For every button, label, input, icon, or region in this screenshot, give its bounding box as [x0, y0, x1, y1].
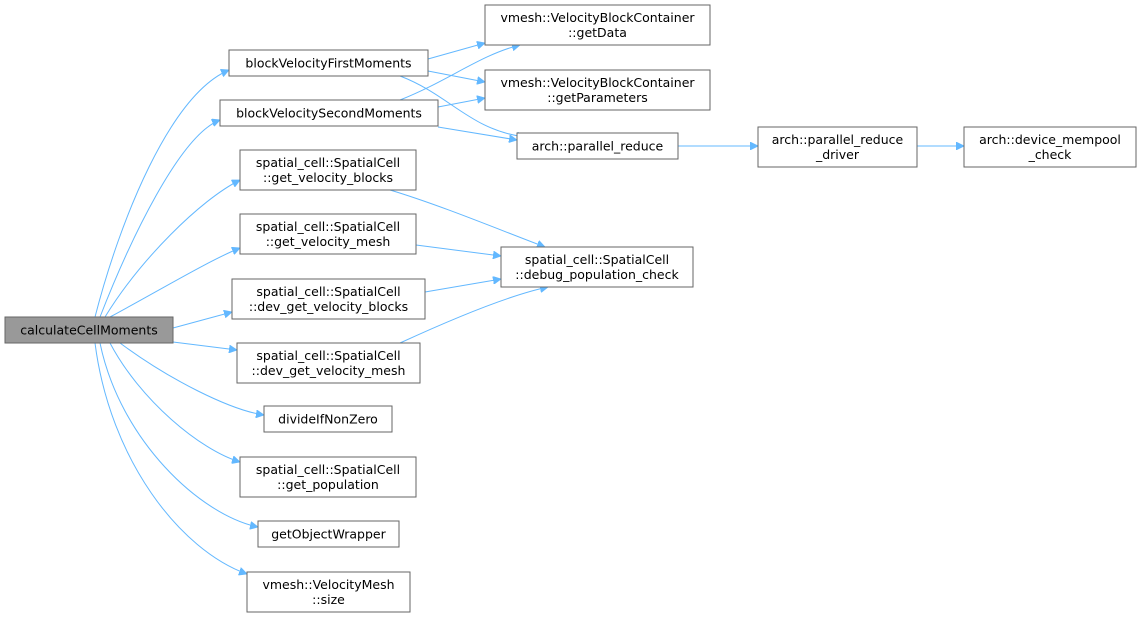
- node-apr[interactable]: arch::parallel_reduce: [516, 132, 679, 160]
- edge-gvb-to-dpc: [389, 189, 545, 247]
- nodes: calculateCellMoments blockVelocityFirstMo…: [4, 4, 1137, 613]
- edge-root-to-vms: [94, 342, 247, 574]
- node-label: ::dev_get_velocity_mesh: [252, 363, 406, 378]
- node-root[interactable]: calculateCellMoments: [4, 316, 174, 344]
- node-dpc[interactable]: spatial_cell::SpatialCell::debug_populat…: [500, 246, 694, 288]
- node-label: vmesh::VelocityBlockContainer: [500, 10, 695, 25]
- node-box: [263, 405, 393, 433]
- node-label: ::debug_population_check: [515, 267, 679, 282]
- node-box: [219, 99, 439, 127]
- node-box: [516, 132, 679, 160]
- edge-bvfm-to-gd: [427, 43, 485, 60]
- edge-bvfm-to-apr: [399, 75, 525, 137]
- node-label: getObjectWrapper: [271, 527, 386, 542]
- node-vms[interactable]: vmesh::VelocityMesh::size: [246, 571, 411, 613]
- node-gvm[interactable]: spatial_cell::SpatialCell::get_velocity_…: [239, 213, 417, 255]
- edge-bvsm-to-gd: [399, 45, 520, 101]
- edge-root-to-dgvm: [172, 341, 237, 350]
- node-box: [500, 246, 694, 288]
- node-box: [4, 316, 174, 344]
- node-box: [239, 149, 417, 191]
- edge-bvsm-to-apr: [437, 126, 517, 140]
- node-label: spatial_cell::SpatialCell: [256, 462, 400, 477]
- node-label: ::get_velocity_mesh: [266, 234, 391, 249]
- edge-root-to-bvsm: [99, 120, 220, 318]
- node-adm[interactable]: arch::device_mempool_check: [963, 126, 1137, 168]
- node-label: ::getParameters: [547, 90, 648, 105]
- node-label: _driver: [815, 147, 860, 162]
- edge-bvfm-to-gp: [427, 70, 485, 82]
- node-label: spatial_cell::SpatialCell: [256, 284, 400, 299]
- node-label: divideIfNonZero: [278, 412, 378, 427]
- node-box: [484, 4, 711, 46]
- node-label: ::getData: [568, 25, 627, 40]
- edge-root-to-gpop: [109, 342, 240, 462]
- node-box: [239, 213, 417, 255]
- node-box: [246, 571, 411, 613]
- edge-bvsm-to-gp: [437, 98, 485, 108]
- node-label: spatial_cell::SpatialCell: [525, 252, 669, 267]
- node-bvsm[interactable]: blockVelocitySecondMoments: [219, 99, 439, 127]
- edges: [94, 43, 964, 574]
- node-label: vmesh::VelocityMesh: [262, 577, 394, 592]
- edge-root-to-gow: [99, 342, 258, 527]
- node-label: spatial_cell::SpatialCell: [256, 348, 400, 363]
- node-label: ::dev_get_velocity_blocks: [249, 299, 408, 314]
- edge-root-to-gvm: [109, 248, 240, 318]
- node-div[interactable]: divideIfNonZero: [263, 405, 393, 433]
- node-label: spatial_cell::SpatialCell: [256, 219, 400, 234]
- node-label: spatial_cell::SpatialCell: [256, 155, 400, 170]
- node-gpop[interactable]: spatial_cell::SpatialCell::get_populatio…: [239, 456, 417, 498]
- node-label: arch::device_mempool: [979, 132, 1121, 147]
- node-box: [236, 342, 421, 384]
- node-box: [963, 126, 1137, 168]
- edge-dgvm-to-dpc: [399, 287, 548, 344]
- edge-root-to-gvb: [104, 179, 240, 318]
- node-box: [231, 278, 426, 320]
- node-dgvb[interactable]: spatial_cell::SpatialCell::dev_get_veloc…: [231, 278, 426, 320]
- node-bvfm[interactable]: blockVelocityFirstMoments: [228, 49, 429, 77]
- node-label: _check: [1028, 147, 1073, 162]
- node-gd[interactable]: vmesh::VelocityBlockContainer::getData: [484, 4, 711, 46]
- edge-gvm-to-dpc: [415, 244, 501, 256]
- node-label: blockVelocitySecondMoments: [236, 106, 422, 121]
- node-box: [484, 69, 711, 111]
- node-label: arch::parallel_reduce: [532, 139, 664, 154]
- node-box: [239, 456, 417, 498]
- edge-dgvb-to-dpc: [424, 279, 501, 293]
- node-label: vmesh::VelocityBlockContainer: [500, 75, 695, 90]
- edge-root-to-bvfm: [94, 70, 229, 318]
- node-box: [757, 126, 918, 168]
- node-gvb[interactable]: spatial_cell::SpatialCell::get_velocity_…: [239, 149, 417, 191]
- node-dgvm[interactable]: spatial_cell::SpatialCell::dev_get_veloc…: [236, 342, 421, 384]
- node-label: ::get_population: [277, 477, 379, 492]
- edge-root-to-div: [119, 342, 264, 415]
- node-gp[interactable]: vmesh::VelocityBlockContainer::getParame…: [484, 69, 711, 111]
- node-label: ::size: [312, 592, 345, 607]
- node-label: calculateCellMoments: [20, 323, 158, 338]
- edge-root-to-dgvb: [172, 312, 232, 329]
- node-label: ::get_velocity_blocks: [263, 170, 393, 185]
- node-gow[interactable]: getObjectWrapper: [257, 520, 400, 548]
- node-aprd[interactable]: arch::parallel_reduce_driver: [757, 126, 918, 168]
- node-box: [228, 49, 429, 77]
- node-label: blockVelocityFirstMoments: [245, 56, 411, 71]
- node-label: arch::parallel_reduce: [772, 132, 904, 147]
- node-box: [257, 520, 400, 548]
